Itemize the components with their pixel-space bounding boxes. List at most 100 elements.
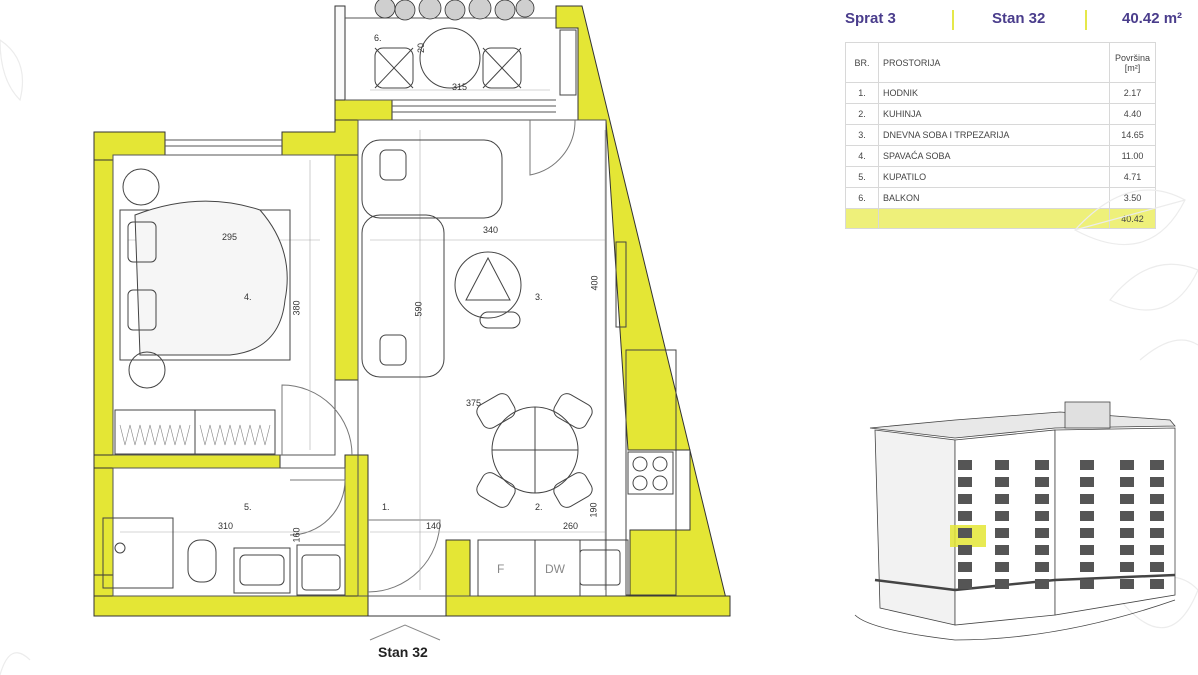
building-window [995, 562, 1009, 572]
total-area: 40.42 [1109, 208, 1156, 229]
entrance-label: Stan 32 [378, 644, 428, 660]
building-window [1080, 579, 1094, 589]
dimension-label: 260 [563, 521, 579, 531]
building-window [958, 511, 972, 521]
col-area-header: Površina [m²] [1109, 42, 1156, 83]
yellow-wall-zone [445, 539, 471, 597]
total-no [845, 208, 879, 229]
building-window [1080, 545, 1094, 555]
dimension-label: 375 [466, 398, 482, 408]
dishwasher-label: DW [545, 562, 565, 576]
building-window [1120, 528, 1134, 538]
building-window [1120, 579, 1134, 589]
header-separator [952, 10, 954, 30]
building-window [995, 477, 1009, 487]
building-window [1120, 511, 1134, 521]
building-window [958, 460, 972, 470]
building-window [1150, 528, 1164, 538]
room-marker-4: 4. [244, 292, 252, 302]
building-window [1035, 494, 1049, 504]
total-name [878, 208, 1110, 229]
building-window [1080, 477, 1094, 487]
dimension-label: 140 [426, 521, 442, 531]
dimension-label: 590 [413, 301, 424, 317]
yellow-wall-zone [93, 131, 166, 161]
dimension-label: 190 [588, 502, 599, 518]
building-window [958, 579, 972, 589]
building-window [1150, 579, 1164, 589]
apartment-area: 40.42 m² [1122, 10, 1183, 27]
row-area: 4.71 [1109, 166, 1156, 188]
building-window [958, 528, 972, 538]
yellow-wall-zone [334, 154, 359, 381]
dimension-label: 310 [218, 521, 234, 531]
col-area-header-line1: Površina [1114, 52, 1150, 63]
dining-table [476, 393, 593, 508]
room-marker-3: 3. [535, 292, 543, 302]
table-row: 2. KUHINJA 4.40 [845, 103, 1156, 125]
building-window [995, 579, 1009, 589]
yellow-wall-zone [93, 454, 281, 469]
header-separator [1085, 10, 1087, 30]
building-window [1035, 579, 1049, 589]
col-area-header-line2: [m²] [1124, 62, 1141, 73]
building-window [995, 511, 1009, 521]
building-window [1035, 562, 1049, 572]
plant-icon [374, 0, 535, 21]
table-total-row: 40.42 [845, 208, 1156, 229]
bathroom-fixtures [102, 517, 346, 596]
living-furniture [361, 139, 627, 378]
room-marker-6: 6. [374, 33, 382, 43]
room-marker-2: 2. [535, 502, 543, 512]
building-window [1080, 494, 1094, 504]
yellow-wall-zone [344, 454, 369, 597]
room-marker-5: 5. [244, 502, 252, 512]
fridge-label: F [497, 562, 505, 576]
dimension-label: 315 [452, 82, 468, 92]
dimension-label: 20 [416, 42, 427, 54]
building-window [1120, 562, 1134, 572]
building-window [995, 528, 1009, 538]
building-window [1035, 545, 1049, 555]
building-window [1035, 477, 1049, 487]
building-window [1150, 562, 1164, 572]
building-window [1120, 545, 1134, 555]
building-window [1080, 511, 1094, 521]
yellow-wall-zone [334, 5, 346, 101]
floor-label: Sprat 3 [845, 10, 896, 27]
building-window [995, 494, 1009, 504]
building-window [1150, 494, 1164, 504]
building-window [1120, 494, 1134, 504]
building-window [1035, 511, 1049, 521]
yellow-wall-zone [555, 5, 731, 616]
bedroom-furniture [114, 168, 291, 455]
building-window [995, 460, 1009, 470]
yellow-wall-zone [334, 99, 393, 121]
building-window [1150, 511, 1164, 521]
dimension-label: 380 [291, 300, 302, 316]
entrance-arrow-icon [369, 624, 441, 641]
room-marker-1: 1. [382, 502, 390, 512]
balcony-furniture [374, 27, 577, 96]
dimension-label: 400 [589, 275, 600, 291]
building-window [1080, 460, 1094, 470]
yellow-wall-zone [445, 595, 731, 617]
building-window [995, 545, 1009, 555]
dimension-label: 295 [222, 232, 238, 242]
kitchen-counter [477, 349, 677, 597]
table-row: 4. SPAVAĆA SOBA 11.00 [845, 145, 1156, 167]
building-window [1120, 460, 1134, 470]
building-window [1150, 545, 1164, 555]
building-window [1080, 562, 1094, 572]
dimension-label: 160 [291, 527, 302, 543]
row-area: 3.50 [1109, 187, 1156, 209]
table-row: 1. HODNIK 2.17 [845, 82, 1156, 104]
building-window [1150, 460, 1164, 470]
table-row: 6. BALKON 3.50 [845, 187, 1156, 209]
building-window [958, 562, 972, 572]
building-window [958, 494, 972, 504]
rooms-table: BR. PROSTORIJA Površina [m²] 1. HODNIK 2… [845, 42, 1156, 229]
building-window [1150, 477, 1164, 487]
